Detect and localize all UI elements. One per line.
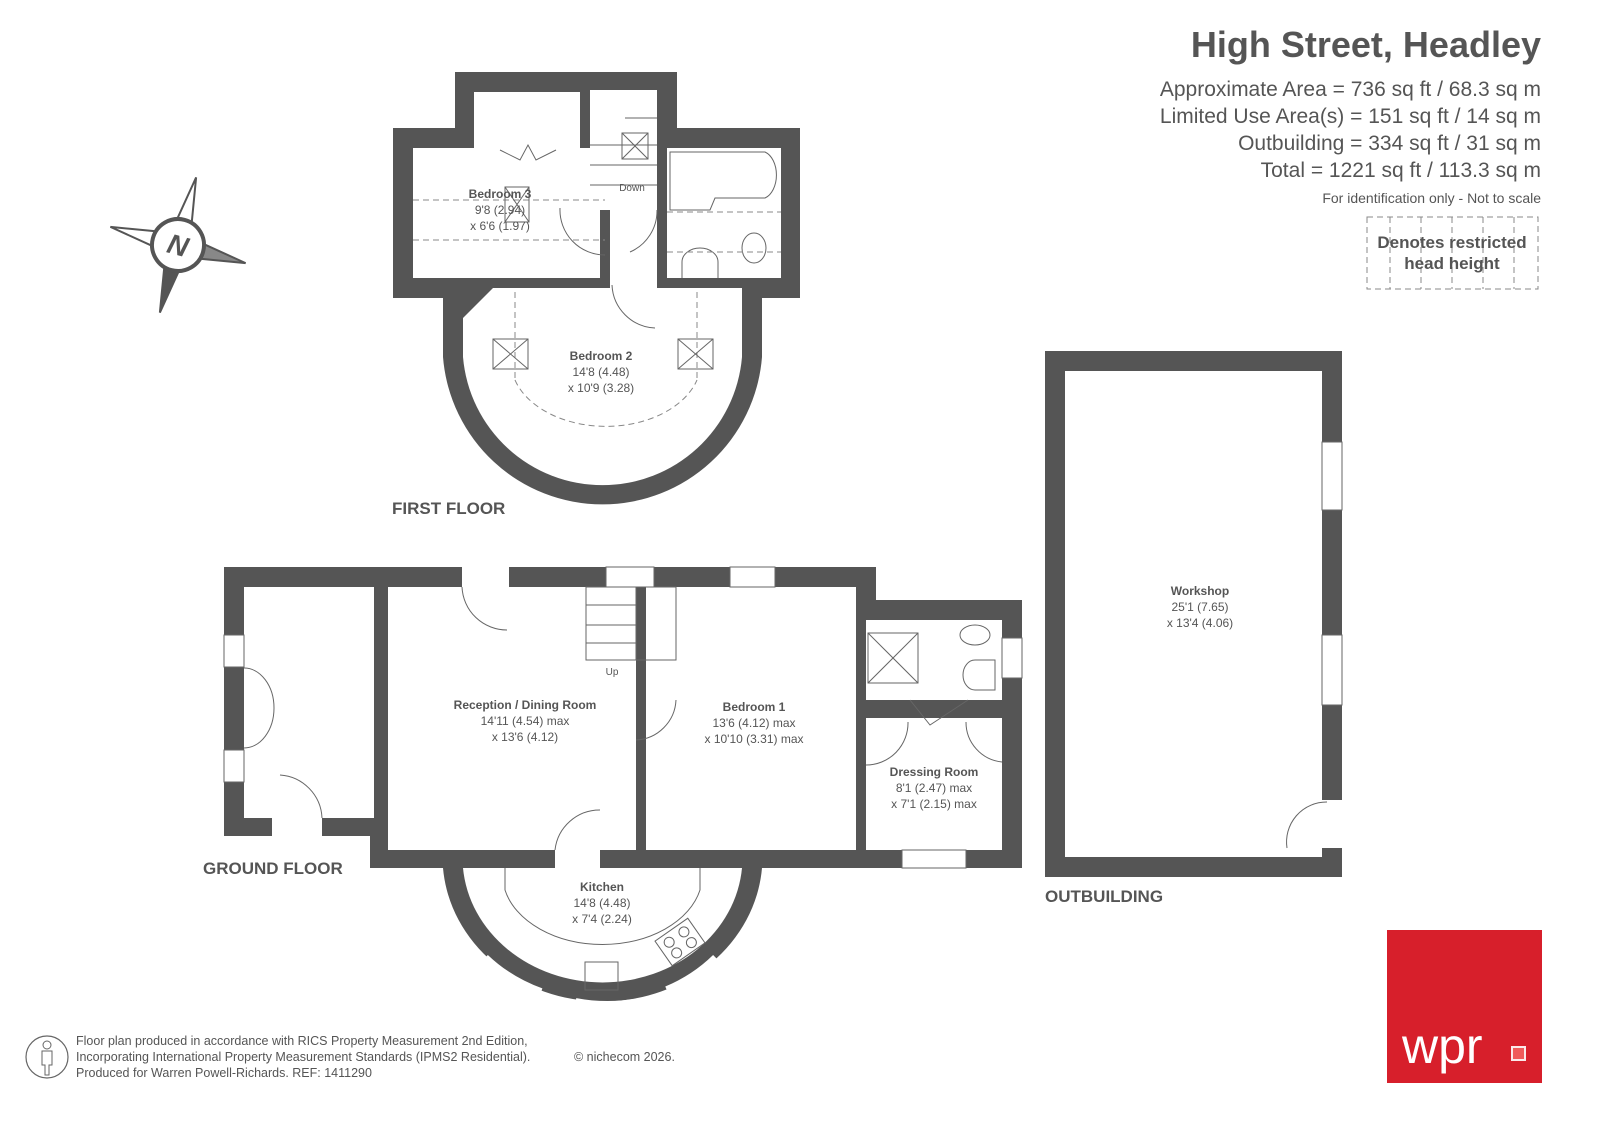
svg-text:25'1 (7.65): 25'1 (7.65) (1172, 600, 1229, 614)
door (279, 774, 323, 819)
door (1286, 801, 1328, 849)
skylight-icon (677, 338, 714, 370)
svg-text:8'1 (2.47) max: 8'1 (2.47) max (896, 781, 972, 795)
svg-text:x 13'6 (4.12): x 13'6 (4.12) (492, 730, 558, 744)
svg-text:Bedroom 2: Bedroom 2 (570, 349, 633, 363)
footer-line-2: Incorporating International Property Mea… (76, 1050, 530, 1064)
legend-line-2: head height (1404, 254, 1500, 273)
first-floor-plan: Down Bedroom 3 9'8 (2.94) x 6'6 (1.97) B… (392, 72, 800, 518)
skylight-icon (504, 186, 530, 223)
door (629, 209, 658, 253)
svg-text:x 6'6 (1.97): x 6'6 (1.97) (470, 219, 530, 233)
basin (681, 247, 719, 278)
door (461, 586, 508, 631)
outbuilding-label: OUTBUILDING (1045, 887, 1163, 906)
room-reception-dining: Reception / Dining Room 14'11 (4.54) max… (454, 698, 597, 744)
svg-text:Workshop: Workshop (1171, 584, 1229, 598)
hob-icon (654, 917, 706, 967)
toilet (959, 624, 991, 646)
svg-text:Bedroom 1: Bedroom 1 (723, 700, 786, 714)
door (635, 699, 677, 741)
rics-person-icon (25, 1035, 69, 1079)
bathtub (669, 151, 777, 211)
skylight-icon (492, 338, 529, 370)
svg-text:14'8 (4.48): 14'8 (4.48) (573, 365, 630, 379)
door (965, 721, 1003, 763)
svg-text:9'8 (2.94): 9'8 (2.94) (475, 203, 525, 217)
svg-text:Reception / Dining Room: Reception / Dining Room (454, 698, 597, 712)
door (865, 721, 909, 766)
svg-text:x 7'4 (2.24): x 7'4 (2.24) (572, 912, 632, 926)
svg-text:13'6 (4.12) max: 13'6 (4.12) max (713, 716, 796, 730)
wpr-logo: wpr (1387, 930, 1542, 1083)
toilet (741, 232, 767, 264)
footer-line-1: Floor plan produced in accordance with R… (76, 1034, 528, 1048)
svg-text:Kitchen: Kitchen (580, 880, 624, 894)
compass-icon: N (109, 176, 247, 314)
staircase (590, 117, 657, 186)
outbuilding-area: Outbuilding = 334 sq ft / 31 sq m (1238, 132, 1541, 155)
room-dressing-room: Dressing Room 8'1 (2.47) max x 7'1 (2.15… (890, 765, 979, 811)
door (909, 699, 969, 726)
basin (962, 659, 996, 691)
limited-use-area: Limited Use Area(s) = 151 sq ft / 14 sq … (1160, 105, 1541, 128)
ground-floor-label: GROUND FLOOR (203, 859, 343, 878)
door (611, 284, 656, 329)
door (554, 809, 601, 851)
svg-text:x 7'1 (2.15) max: x 7'1 (2.15) max (891, 797, 977, 811)
footer-line-3: Produced for Warren Powell-Richards. REF… (76, 1066, 372, 1080)
stairs-up-label: Up (606, 667, 619, 678)
door (559, 207, 606, 256)
room-bedroom-3: Bedroom 3 9'8 (2.94) x 6'6 (1.97) (469, 187, 532, 233)
stairs-down-label: Down (619, 183, 645, 194)
outbuilding-plan: Workshop 25'1 (7.65) x 13'4 (4.06) OUTBU… (1045, 351, 1343, 906)
approximate-area: Approximate Area = 736 sq ft / 68.3 sq m (1160, 78, 1541, 101)
total-area: Total = 1221 sq ft / 113.3 sq m (1261, 159, 1541, 182)
door (243, 667, 275, 749)
svg-text:x 13'4 (4.06): x 13'4 (4.06) (1167, 616, 1233, 630)
disclaimer: For identification only - Not to scale (1322, 190, 1541, 206)
svg-text:x 10'10 (3.31) max: x 10'10 (3.31) max (704, 732, 803, 746)
svg-text:Bedroom 3: Bedroom 3 (469, 187, 532, 201)
property-title: High Street, Headley (1191, 24, 1541, 65)
copyright: © nichecom 2026. (574, 1050, 675, 1064)
room-bedroom-1: Bedroom 1 13'6 (4.12) max x 10'10 (3.31)… (704, 700, 803, 746)
svg-text:Dressing Room: Dressing Room (890, 765, 979, 779)
shower-tray (867, 632, 919, 684)
svg-text:14'11 (4.54) max: 14'11 (4.54) max (481, 714, 570, 728)
room-bedroom-2: Bedroom 2 14'8 (4.48) x 10'9 (3.28) (568, 349, 634, 395)
first-floor-label: FIRST FLOOR (392, 499, 505, 518)
room-kitchen: Kitchen 14'8 (4.48) x 7'4 (2.24) (572, 880, 632, 926)
ground-floor-plan: Up Reception / Dining Room 14'11 (4.54) … (203, 566, 1023, 1015)
wardrobe-doors (499, 143, 557, 161)
room-workshop: Workshop 25'1 (7.65) x 13'4 (4.06) (1167, 584, 1233, 630)
logo-text: wpr (1401, 1018, 1483, 1074)
svg-text:14'8 (4.48): 14'8 (4.48) (574, 896, 631, 910)
sink (584, 961, 619, 991)
restricted-height-legend: Denotes restricted head height (1366, 216, 1539, 290)
svg-text:x 10'9 (3.28): x 10'9 (3.28) (568, 381, 634, 395)
legend-line-1: Denotes restricted (1377, 233, 1526, 252)
staircase (585, 586, 677, 661)
